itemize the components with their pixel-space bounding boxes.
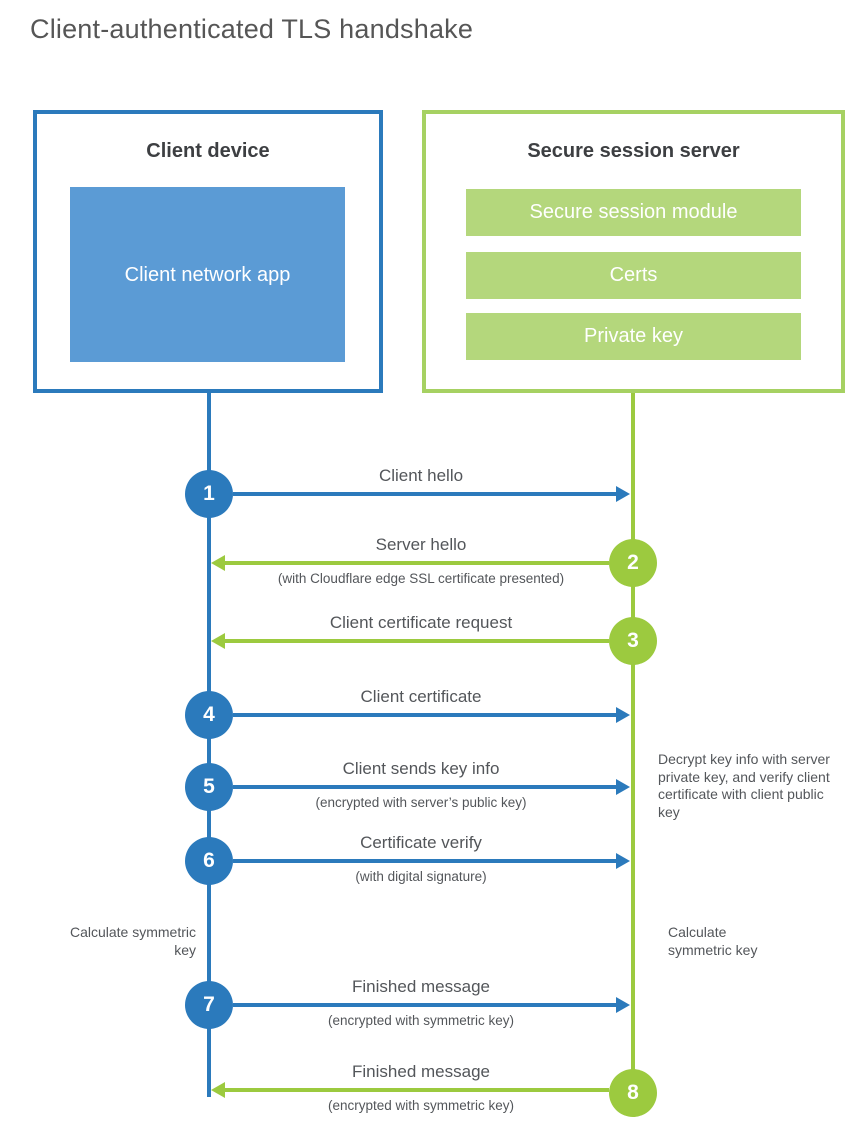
arrowhead-right-icon — [616, 486, 630, 502]
page-title: Client-authenticated TLS handshake — [30, 14, 474, 44]
client-lifeline — [207, 393, 211, 1097]
step-2-arrow-line — [225, 561, 609, 565]
module-bar-private-key: Private key — [466, 313, 801, 360]
step-1-circle: 1 — [185, 470, 233, 518]
note-calculate-symmetric-key-client: Calculate symmetric key — [69, 924, 196, 958]
step-8-label: Finished message — [352, 1062, 490, 1081]
client-device-title: Client device — [146, 140, 270, 162]
step-7-label: Finished message — [352, 977, 490, 996]
step-8-circle: 8 — [609, 1069, 657, 1117]
client-network-app-label: Client network app — [124, 263, 291, 286]
step-8-sublabel: (encrypted with symmetric key) — [327, 1098, 515, 1113]
step-4-label: Client certificate — [360, 687, 482, 706]
step-4-arrow-line — [233, 713, 616, 717]
step-1-arrow-line — [233, 492, 616, 496]
step-3-label: Client certificate request — [329, 613, 513, 632]
step-5-arrow-line — [233, 785, 616, 789]
arrowhead-right-icon — [616, 707, 630, 723]
module-bar-certs: Certs — [466, 252, 801, 299]
arrowhead-left-icon — [211, 1082, 225, 1098]
step-3-arrow-line — [225, 639, 609, 643]
step-2-sublabel: (with Cloudflare edge SSL certificate pr… — [277, 571, 565, 586]
server-title: Secure session server — [527, 140, 740, 162]
step-6-sublabel: (with digital signature) — [355, 869, 487, 884]
step-5-label: Client sends key info — [342, 759, 500, 778]
step-7-circle: 7 — [185, 981, 233, 1029]
step-6-circle: 6 — [185, 837, 233, 885]
arrowhead-left-icon — [211, 555, 225, 571]
note-calculate-symmetric-key-server: Calculate symmetric key — [668, 924, 758, 958]
step-3-circle: 3 — [609, 617, 657, 665]
step-2-label: Server hello — [375, 535, 467, 554]
client-device-box: Client device Client network app — [33, 110, 383, 393]
note-decrypt-key-info: Decrypt key info with server private key… — [658, 751, 830, 820]
step-5-sublabel: (encrypted with server’s public key) — [315, 795, 527, 810]
step-6-label: Certificate verify — [360, 833, 482, 852]
arrowhead-right-icon — [616, 997, 630, 1013]
step-8-arrow-line — [225, 1088, 609, 1092]
arrowhead-left-icon — [211, 633, 225, 649]
step-7-arrow-line — [233, 1003, 616, 1007]
arrowhead-right-icon — [616, 853, 630, 869]
step-7-sublabel: (encrypted with symmetric key) — [327, 1013, 515, 1028]
module-bar-secure-session-module: Secure session module — [466, 189, 801, 236]
step-2-circle: 2 — [609, 539, 657, 587]
step-5-circle: 5 — [185, 763, 233, 811]
step-1-label: Client hello — [378, 466, 464, 485]
server-box: Secure session server Secure session mod… — [422, 110, 845, 393]
step-4-circle: 4 — [185, 691, 233, 739]
arrowhead-right-icon — [616, 779, 630, 795]
server-lifeline — [631, 393, 635, 1093]
step-6-arrow-line — [233, 859, 616, 863]
client-network-app-box: Client network app — [70, 187, 345, 362]
